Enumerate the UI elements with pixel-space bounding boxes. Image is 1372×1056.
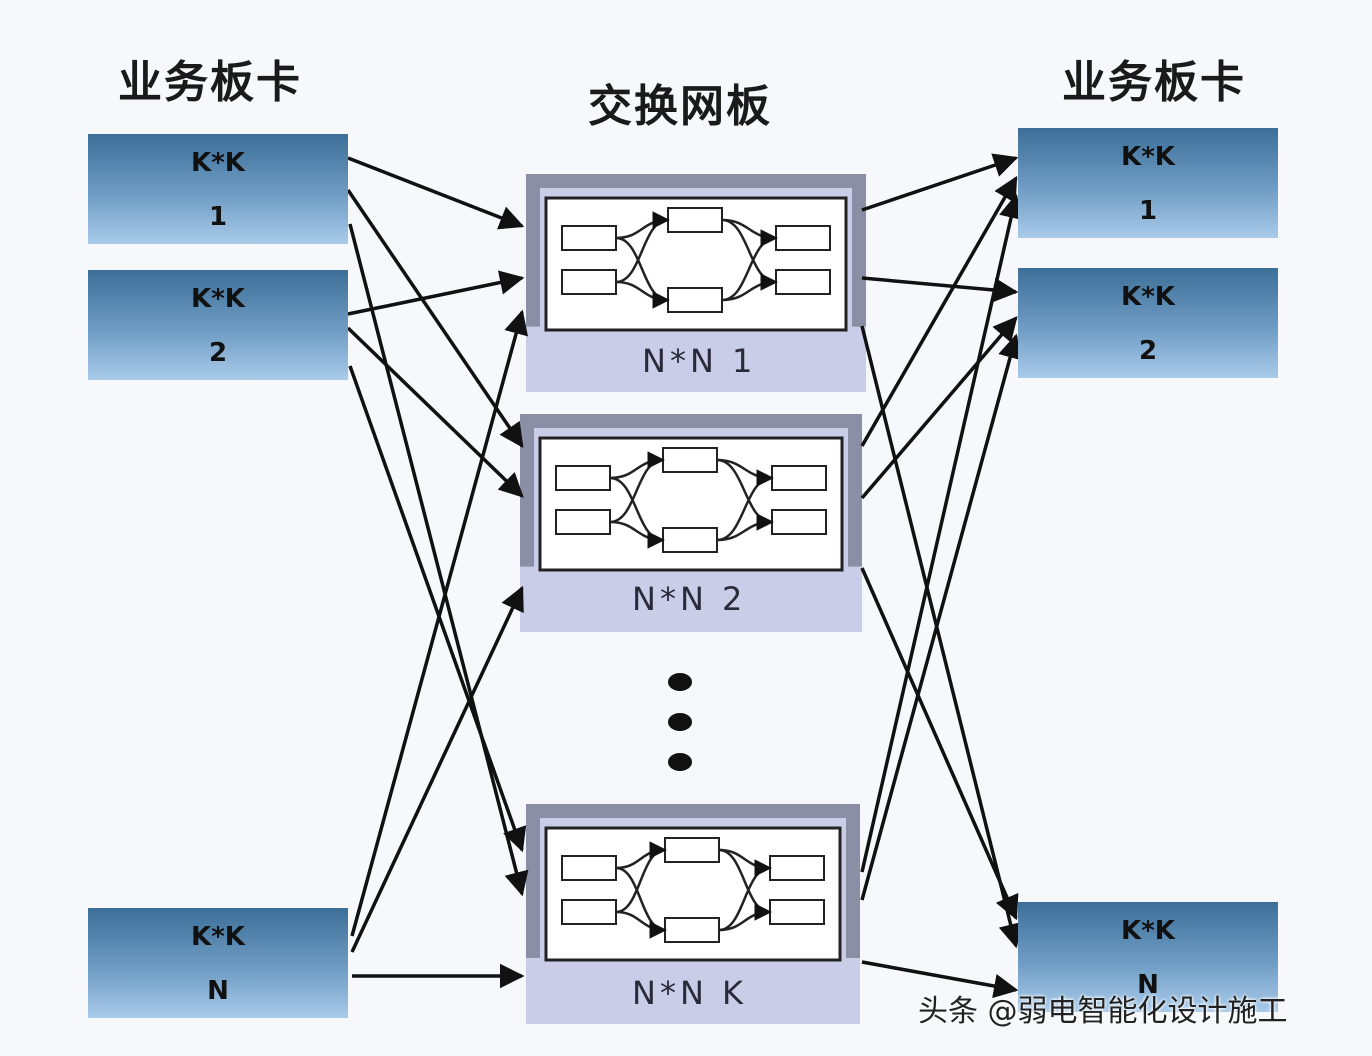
- switch-port-box: [664, 917, 720, 943]
- ellipsis-dot: [668, 753, 692, 771]
- right-card-1: K*K 1: [1018, 128, 1278, 238]
- center-heading: 交换网板: [588, 81, 772, 132]
- switch-port-box: [561, 225, 617, 251]
- right-card-n-type: K*K: [1121, 916, 1175, 946]
- switch-plane-1-label: N*N 1: [642, 342, 757, 380]
- switch-plane-top-bar: [526, 174, 866, 188]
- switch-plane-top-bar: [520, 414, 862, 428]
- switch-port-box: [662, 527, 718, 553]
- connection-arrow: [347, 156, 525, 230]
- right-card-1-type: K*K: [1121, 142, 1175, 172]
- connection-arrow: [861, 153, 1019, 212]
- left-card-2-index: 2: [208, 338, 228, 368]
- left-card-n: K*K N: [88, 908, 348, 1018]
- connection-arrow: [860, 325, 1023, 949]
- switch-plane-right-bar: [848, 414, 862, 567]
- switch-plane-3: [526, 804, 860, 1024]
- right-card-2-index: 2: [1138, 336, 1158, 366]
- switch-plane-right-bar: [846, 804, 860, 958]
- connection-arrow: [348, 223, 529, 897]
- connection-arrow: [860, 333, 1023, 901]
- ellipsis-dot: [668, 673, 692, 691]
- right-heading: 业务板卡: [1062, 57, 1246, 108]
- switch-internal-arrow: [721, 273, 778, 302]
- switch-port-box: [667, 287, 723, 313]
- switch-port-box: [555, 465, 611, 491]
- switch-plane-2: [520, 414, 862, 632]
- left-heading: 业务板卡: [118, 57, 302, 108]
- left-card-n-type: K*K: [191, 922, 245, 952]
- connection-arrow: [861, 276, 1019, 303]
- switch-port-box: [775, 269, 831, 295]
- connection-arrow: [860, 175, 1018, 447]
- switch-port-box: [667, 207, 723, 233]
- switch-port-box: [769, 899, 825, 925]
- switch-port-box: [664, 837, 720, 863]
- switch-port-box: [771, 509, 827, 535]
- left-card-1: K*K 1: [88, 134, 348, 244]
- switch-port-box: [662, 447, 718, 473]
- connection-arrow: [346, 189, 524, 449]
- right-card-1-index: 1: [1138, 196, 1158, 226]
- switch-plane-top-bar: [526, 804, 860, 818]
- connection-arrow: [350, 585, 524, 953]
- left-card-n-index: N: [207, 976, 229, 1006]
- left-card-1-type: K*K: [191, 148, 245, 178]
- switch-internal-arrow: [609, 520, 665, 549]
- switch-internal-arrow: [716, 513, 774, 542]
- switch-internal-arrow: [716, 469, 774, 542]
- switch-plane-k-label: N*N K: [632, 974, 748, 1012]
- switch-port-box: [561, 855, 617, 881]
- switch-port-box: [561, 269, 617, 295]
- switch-internal-arrow: [615, 841, 667, 914]
- connection-arrow: [348, 365, 527, 853]
- right-card-2-type: K*K: [1121, 282, 1175, 312]
- right-card-n: K*K N: [1018, 902, 1278, 1012]
- switch-internal-arrow: [718, 903, 772, 932]
- right-card-n-index: N: [1137, 970, 1159, 1000]
- connection-arrow: [860, 567, 1019, 921]
- left-card-2-type: K*K: [191, 284, 245, 314]
- switch-port-box: [769, 855, 825, 881]
- switch-internal-arrow: [718, 859, 772, 932]
- ellipsis-dot: [668, 713, 692, 731]
- left-card-1-index: 1: [208, 202, 228, 232]
- switch-plane-left-bar: [526, 174, 540, 327]
- switch-internal-arrow: [609, 451, 665, 524]
- left-card-2: K*K 2: [88, 270, 348, 380]
- switch-port-box: [771, 465, 827, 491]
- switch-plane-1: [526, 174, 866, 392]
- watermark: 头条 @弱电智能化设计施工: [918, 994, 1288, 1029]
- switch-internal-arrow: [615, 211, 670, 284]
- switch-port-box: [555, 509, 611, 535]
- right-card-2: K*K 2: [1018, 268, 1278, 378]
- switch-internal-arrow: [615, 280, 670, 309]
- switch-internal-arrow: [615, 910, 667, 939]
- switch-plane-2-label: N*N 2: [632, 580, 747, 618]
- connection-arrow: [860, 193, 1024, 873]
- connection-arrow: [861, 960, 1019, 999]
- connection-arrow: [350, 309, 529, 937]
- connection-arrow: [347, 270, 525, 316]
- switch-plane-left-bar: [520, 414, 534, 567]
- connection-arrow: [860, 316, 1018, 500]
- switch-port-box: [561, 899, 617, 925]
- switch-plane-right-bar: [852, 174, 866, 327]
- switch-port-box: [775, 225, 831, 251]
- connection-arrow: [346, 326, 524, 498]
- switch-plane-left-bar: [526, 804, 540, 958]
- switch-internal-arrow: [721, 229, 778, 302]
